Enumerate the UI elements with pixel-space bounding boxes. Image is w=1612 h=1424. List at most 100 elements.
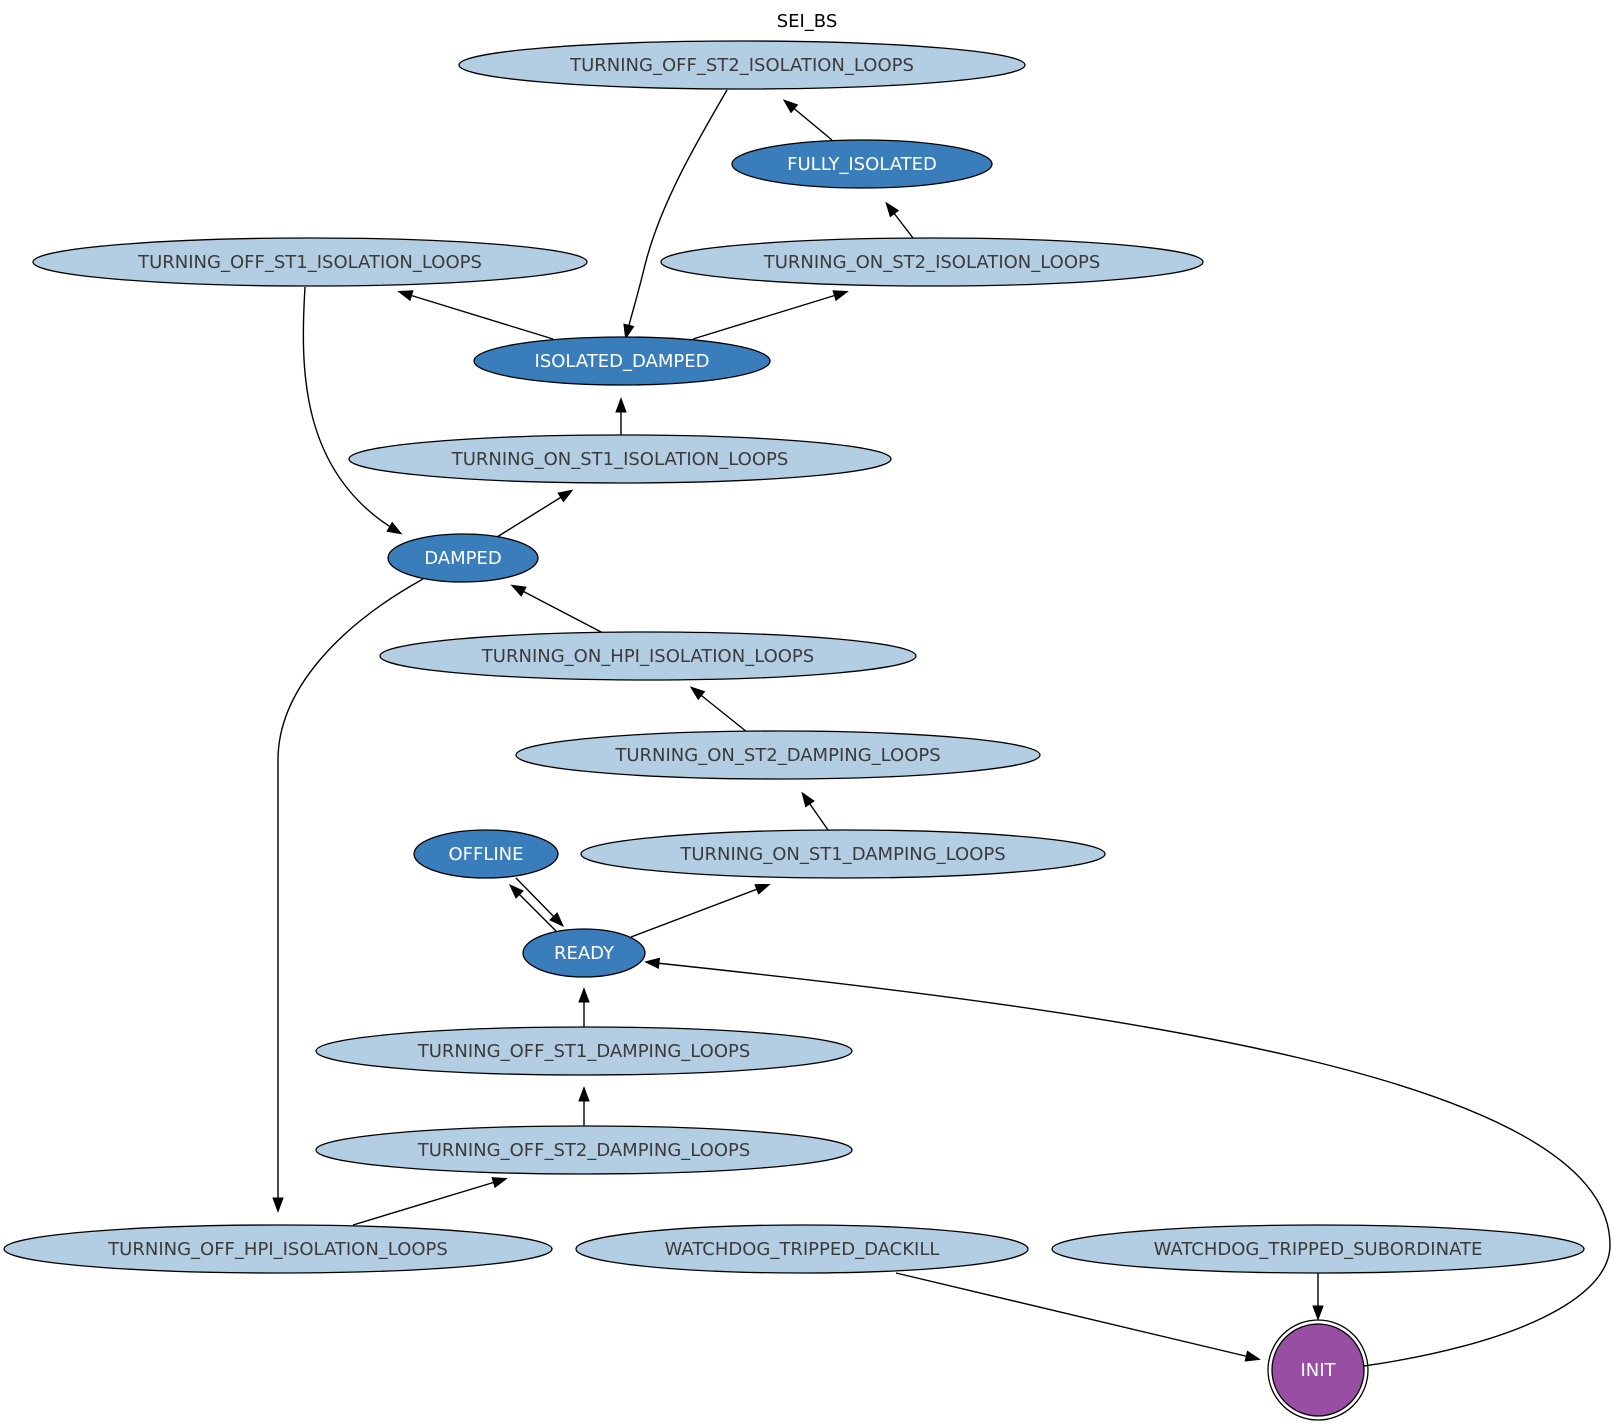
edge-arrowhead-5 xyxy=(615,397,627,413)
edge-arrowhead-13 xyxy=(549,912,565,928)
node-outer-ring xyxy=(1267,1319,1369,1421)
node-offline[interactable]: OFFLINE xyxy=(413,829,559,879)
node-damped[interactable]: DAMPED xyxy=(387,533,539,583)
edge-line-9 xyxy=(277,578,424,1210)
node-isolated-damped[interactable]: ISOLATED_DAMPED xyxy=(473,336,771,386)
node-label: TURNING_ON_ST2_ISOLATION_LOOPS xyxy=(763,252,1101,273)
edge-turning_off_st2_isolation_loops-to-isolated_damped xyxy=(623,89,728,340)
node-fully-isolated[interactable]: FULLY_ISOLATED xyxy=(731,139,993,189)
node-turning-off-st1-isolation-loops[interactable]: TURNING_OFF_ST1_ISOLATION_LOOPS xyxy=(32,237,588,287)
node-label: ISOLATED_DAMPED xyxy=(535,351,710,372)
edge-arrowhead-7 xyxy=(557,489,574,503)
node-watchdog-tripped-subordinate[interactable]: WATCHDOG_TRIPPED_SUBORDINATE xyxy=(1051,1224,1585,1274)
node-ellipse xyxy=(580,829,1106,879)
node-label: TURNING_OFF_ST1_ISOLATION_LOOPS xyxy=(137,252,482,273)
node-turning-on-st1-damping-loops[interactable]: TURNING_ON_ST1_DAMPING_LOOPS xyxy=(580,829,1106,879)
node-watchdog-tripped-dackill[interactable]: WATCHDOG_TRIPPED_DACKILL xyxy=(575,1224,1029,1274)
node-circle xyxy=(1271,1323,1365,1417)
node-label: DAMPED xyxy=(424,548,501,569)
diagram-title: SEI_BS xyxy=(777,11,838,32)
edge-arrowhead-8 xyxy=(510,584,527,597)
edge-line-20 xyxy=(646,961,1611,1367)
edge-line-17 xyxy=(352,1178,506,1226)
edge-arrowhead-9 xyxy=(272,1197,284,1213)
edge-turning_off_st2_damping_loops-to-turning_off_st1_damping_loops xyxy=(578,1086,590,1126)
edge-turning_on_st2_isolation_loops-to-fully_isolated xyxy=(885,201,914,239)
node-turning-off-hpi-isolation-loops[interactable]: TURNING_OFF_HPI_ISOLATION_LOOPS xyxy=(3,1224,553,1274)
node-turning-off-st2-damping-loops[interactable]: TURNING_OFF_ST2_DAMPING_LOOPS xyxy=(315,1125,853,1175)
edge-offline-to-ready xyxy=(515,877,565,928)
node-init[interactable]: INIT xyxy=(1267,1319,1369,1421)
node-turning-on-st2-damping-loops[interactable]: TURNING_ON_ST2_DAMPING_LOOPS xyxy=(515,730,1041,780)
edge-line-3 xyxy=(399,291,554,340)
edge-arrowhead-10 xyxy=(689,686,706,701)
node-label: INIT xyxy=(1300,1360,1336,1381)
node-label: TURNING_OFF_ST2_DAMPING_LOOPS xyxy=(417,1140,751,1161)
node-label: OFFLINE xyxy=(448,844,523,865)
edge-arrowhead-11 xyxy=(801,791,815,808)
edge-turning_off_hpi_isolation_loops-to-turning_off_st2_damping_loops xyxy=(352,1177,508,1226)
node-ellipse xyxy=(3,1224,553,1274)
edge-arrowhead-17 xyxy=(491,1177,508,1189)
node-turning-on-st1-isolation-loops[interactable]: TURNING_ON_ST1_ISOLATION_LOOPS xyxy=(348,434,892,484)
edge-arrowhead-0 xyxy=(782,99,799,114)
node-label: TURNING_OFF_ST1_DAMPING_LOOPS xyxy=(417,1041,751,1062)
node-ready[interactable]: READY xyxy=(522,928,646,978)
node-ellipse xyxy=(660,237,1204,287)
edge-isolated_damped-to-turning_on_st2_isolation_loops xyxy=(692,290,849,340)
edge-turning_off_st1_isolation_loops-to-damped xyxy=(302,286,403,535)
edge-turning_on_hpi_isolation_loops-to-damped xyxy=(510,584,604,634)
node-label: TURNING_ON_ST2_DAMPING_LOOPS xyxy=(614,745,940,766)
node-label: TURNING_ON_HPI_ISOLATION_LOOPS xyxy=(481,646,814,667)
edge-line-18 xyxy=(895,1272,1259,1360)
node-ellipse xyxy=(473,336,771,386)
node-ellipse xyxy=(315,1125,853,1175)
edge-fully_isolated-to-turning_off_st2_isolation_loops xyxy=(782,99,833,141)
edge-arrowhead-4 xyxy=(832,290,849,302)
edge-init-to-ready xyxy=(644,957,1611,1367)
node-label: WATCHDOG_TRIPPED_SUBORDINATE xyxy=(1154,1239,1483,1260)
node-label: READY xyxy=(554,943,615,964)
edge-arrowhead-2 xyxy=(885,201,900,218)
node-turning-on-st2-isolation-loops[interactable]: TURNING_ON_ST2_ISOLATION_LOOPS xyxy=(660,237,1204,287)
node-ellipse xyxy=(1051,1224,1585,1274)
node-ellipse xyxy=(348,434,892,484)
node-ellipse xyxy=(387,533,539,583)
edge-line-6 xyxy=(302,286,401,534)
edge-arrowhead-19 xyxy=(1312,1305,1324,1321)
edge-line-1 xyxy=(625,89,728,338)
node-turning-off-st2-isolation-loops[interactable]: TURNING_OFF_ST2_ISOLATION_LOOPS xyxy=(458,40,1026,90)
edges-layer xyxy=(272,89,1611,1367)
node-ellipse xyxy=(413,829,559,879)
edge-watchdog_tripped_subordinate-to-init xyxy=(1312,1273,1324,1321)
edge-damped-to-turning_off_hpi_isolation_loops xyxy=(272,578,424,1213)
edge-line-7 xyxy=(496,490,572,538)
node-label: TURNING_OFF_HPI_ISOLATION_LOOPS xyxy=(107,1239,448,1260)
node-label: TURNING_OFF_ST2_ISOLATION_LOOPS xyxy=(569,55,914,76)
edge-turning_on_st1_isolation_loops-to-isolated_damped xyxy=(615,397,627,435)
edge-arrowhead-1 xyxy=(623,323,635,340)
edge-isolated_damped-to-turning_off_st1_isolation_loops xyxy=(397,290,554,340)
edge-turning_on_st2_damping_loops-to-turning_on_hpi_isolation_loops xyxy=(689,686,748,733)
edge-line-14 xyxy=(630,884,769,938)
edge-arrowhead-12 xyxy=(508,883,524,899)
node-label: FULLY_ISOLATED xyxy=(787,154,937,175)
node-turning-off-st1-damping-loops[interactable]: TURNING_OFF_ST1_DAMPING_LOOPS xyxy=(315,1026,853,1076)
edge-turning_on_st1_damping_loops-to-turning_on_st2_damping_loops xyxy=(801,791,829,831)
edge-arrowhead-15 xyxy=(578,987,590,1003)
edge-ready-to-offline xyxy=(508,883,558,933)
node-turning-on-hpi-isolation-loops[interactable]: TURNING_ON_HPI_ISOLATION_LOOPS xyxy=(379,631,917,681)
edge-arrowhead-20 xyxy=(644,957,661,970)
edge-arrowhead-14 xyxy=(754,883,771,895)
node-ellipse xyxy=(458,40,1026,90)
node-label: WATCHDOG_TRIPPED_DACKILL xyxy=(665,1239,940,1260)
node-ellipse xyxy=(731,139,993,189)
node-ellipse xyxy=(515,730,1041,780)
edge-ready-to-turning_on_st1_damping_loops xyxy=(630,883,771,938)
edge-line-8 xyxy=(512,585,604,634)
node-ellipse xyxy=(522,928,646,978)
edge-damped-to-turning_on_st1_isolation_loops xyxy=(496,489,574,538)
node-ellipse xyxy=(315,1026,853,1076)
node-ellipse xyxy=(379,631,917,681)
